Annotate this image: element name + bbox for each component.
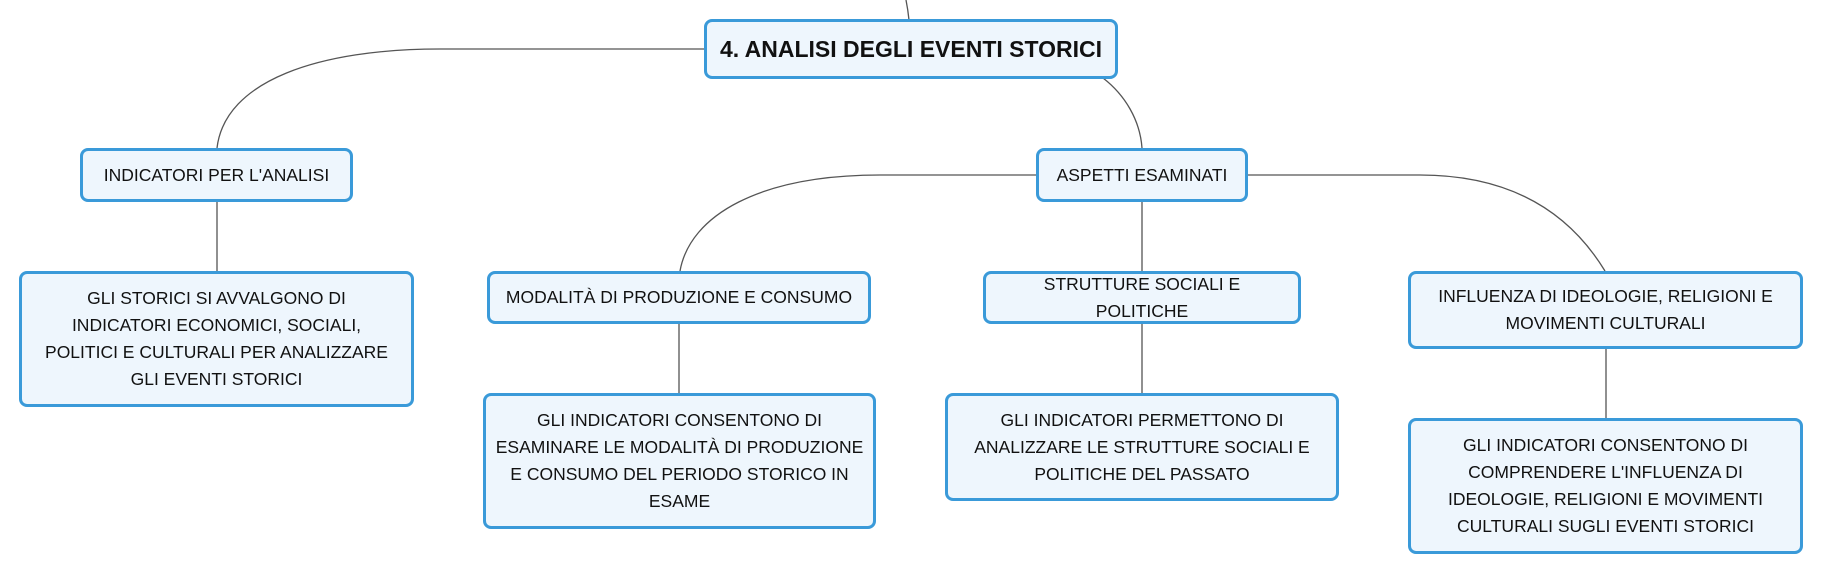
detail-production[interactable]: GLI INDICATORI CONSENTONO DI ESAMINARE L… xyxy=(483,393,876,529)
root-topic[interactable]: 4. ANALISI DEGLI EVENTI STORICI xyxy=(704,19,1118,79)
connector-root-to-aspects xyxy=(1102,77,1143,149)
connector-parent-to-root xyxy=(905,0,910,21)
connector-root-to-indicators xyxy=(216,48,705,149)
detail-indicators[interactable]: GLI STORICI SI AVVALGONO DI INDICATORI E… xyxy=(19,271,414,407)
detail-structures[interactable]: GLI INDICATORI PERMETTONO DI ANALIZZARE … xyxy=(945,393,1339,501)
connector-aspects-to-ideologies xyxy=(1248,174,1606,272)
subtopic-ideologies[interactable]: INFLUENZA DI IDEOLOGIE, RELIGIONI E MOVI… xyxy=(1408,271,1803,349)
detail-ideologies[interactable]: GLI INDICATORI CONSENTONO DI COMPRENDERE… xyxy=(1408,418,1803,554)
connector-aspects-to-production xyxy=(679,174,1036,272)
topic-aspects[interactable]: ASPETTI ESAMINATI xyxy=(1036,148,1248,202)
subtopic-structures[interactable]: STRUTTURE SOCIALI E POLITICHE xyxy=(983,271,1301,324)
subtopic-production[interactable]: MODALITÀ DI PRODUZIONE E CONSUMO xyxy=(487,271,871,324)
topic-indicators[interactable]: INDICATORI PER L'ANALISI xyxy=(80,148,353,202)
